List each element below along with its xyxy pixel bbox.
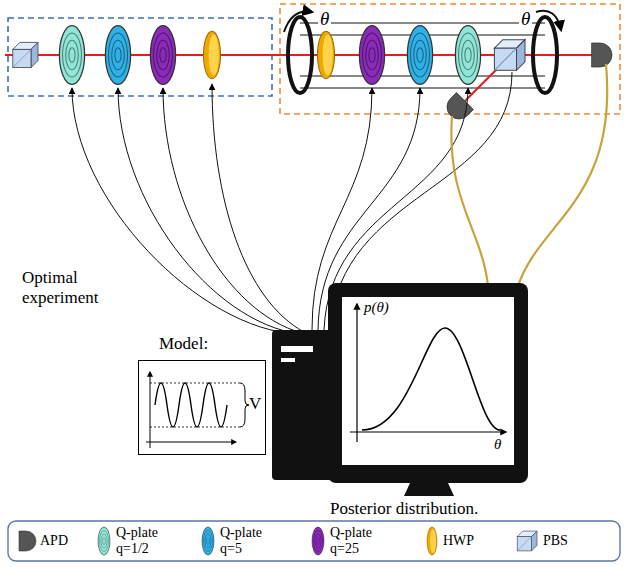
- legend-text: PBS: [543, 533, 593, 549]
- model-heading: Model:: [159, 334, 208, 354]
- rotation-angle: θ: [318, 8, 331, 30]
- legend-text: Q-plate q=25: [330, 525, 388, 557]
- legend-text: HWP: [443, 533, 493, 549]
- axis-label: p(θ): [364, 299, 389, 316]
- caption-text: Optimal experiment: [22, 268, 122, 307]
- legend-text: APD: [40, 533, 90, 549]
- legend-text: Q-plate q=1/2: [116, 525, 170, 557]
- model-box: Model:V: [138, 360, 266, 455]
- monitor-screen: p(θ) θ: [342, 297, 514, 465]
- axis-label: θ: [494, 436, 501, 453]
- rotation-angle: θ: [519, 8, 532, 30]
- legend-text: Q-plate q=5: [220, 525, 274, 557]
- caption-text: Posterior distribution.: [330, 499, 478, 519]
- visibility-symbol: V: [249, 394, 261, 414]
